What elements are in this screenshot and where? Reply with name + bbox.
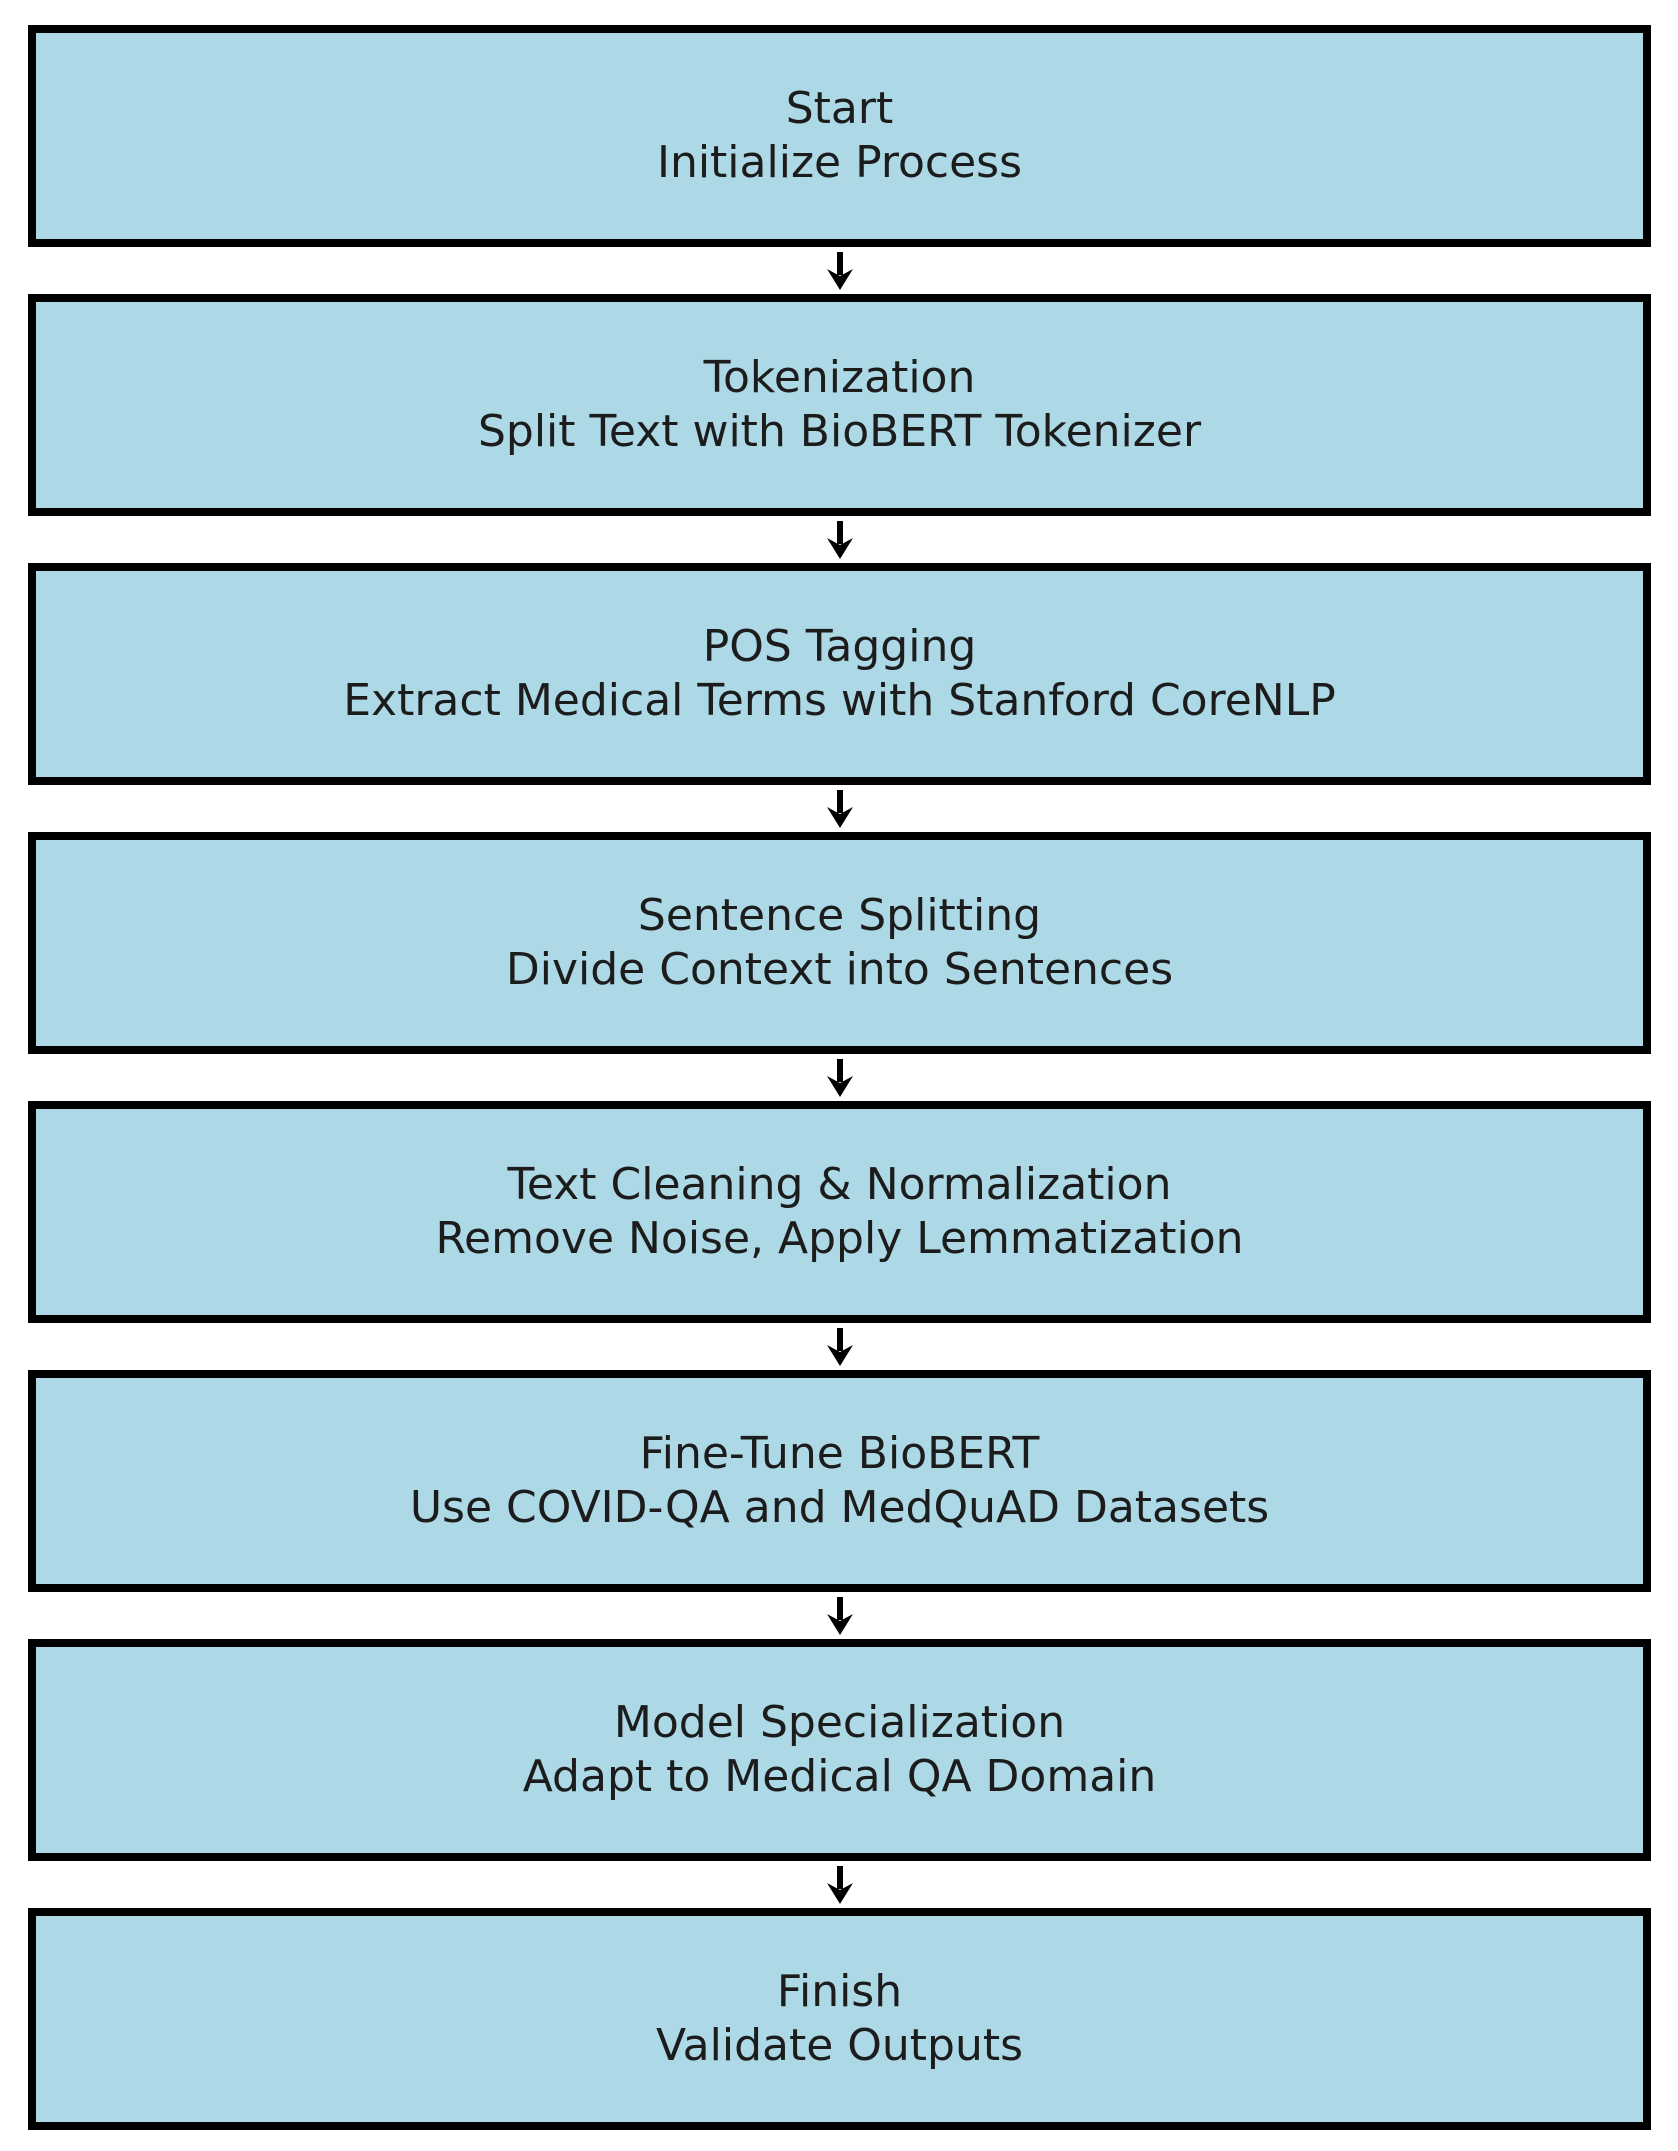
arrow-down-icon [826, 1327, 853, 1366]
flow-step: POS Tagging Extract Medical Terms with S… [28, 563, 1651, 785]
step-subtitle: Split Text with BioBERT Tokenizer [477, 406, 1202, 457]
flow-step: Finish Validate Outputs [28, 1908, 1651, 2130]
flow-step: Tokenization Split Text with BioBERT Tok… [28, 294, 1651, 516]
step-title: Start [785, 83, 894, 135]
step-subtitle: Initialize Process [656, 137, 1023, 188]
flow-step: Fine-Tune BioBERT Use COVID-QA and MedQu… [28, 1370, 1651, 1592]
arrow-down-icon [826, 789, 853, 828]
flow-step: Text Cleaning & Normalization Remove Noi… [28, 1101, 1651, 1323]
step-subtitle: Adapt to Medical QA Domain [522, 1751, 1157, 1802]
flow-step: Start Initialize Process [28, 25, 1651, 247]
step-subtitle: Validate Outputs [655, 2020, 1024, 2071]
step-subtitle: Remove Noise, Apply Lemmatization [435, 1213, 1244, 1264]
step-title: Text Cleaning & Normalization [507, 1159, 1172, 1211]
step-title: Model Specialization [613, 1697, 1066, 1749]
arrow-down-icon [826, 1865, 853, 1904]
arrow-down-icon [826, 251, 853, 290]
step-subtitle: Use COVID-QA and MedQuAD Datasets [409, 1482, 1270, 1533]
flow-arrow [28, 785, 1651, 832]
arrow-down-icon [826, 1596, 853, 1635]
step-title: Sentence Splitting [637, 890, 1042, 942]
step-title: Tokenization [703, 352, 976, 404]
flow-arrow [28, 1861, 1651, 1908]
arrow-down-icon [826, 520, 853, 559]
flow-arrow [28, 1323, 1651, 1370]
flow-arrow [28, 247, 1651, 294]
step-title: Finish [776, 1966, 903, 2018]
step-title: Fine-Tune BioBERT [639, 1428, 1040, 1480]
arrow-down-icon [826, 1058, 853, 1097]
flow-arrow [28, 516, 1651, 563]
step-title: POS Tagging [702, 621, 977, 673]
step-subtitle: Divide Context into Sentences [505, 944, 1174, 995]
flow-step: Sentence Splitting Divide Context into S… [28, 832, 1651, 1054]
flow-arrow [28, 1592, 1651, 1639]
flow-step: Model Specialization Adapt to Medical QA… [28, 1639, 1651, 1861]
flow-arrow [28, 1054, 1651, 1101]
step-subtitle: Extract Medical Terms with Stanford Core… [343, 675, 1336, 726]
